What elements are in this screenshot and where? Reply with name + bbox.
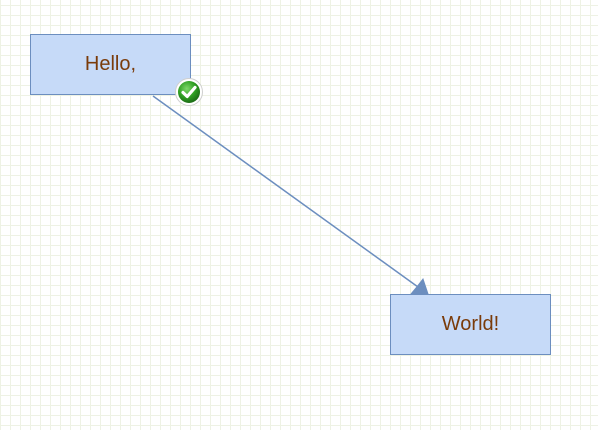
edge-hello-world[interactable] xyxy=(152,95,419,288)
check-circle-icon[interactable] xyxy=(174,77,204,107)
node-hello[interactable]: Hello, xyxy=(30,34,191,95)
node-hello-label: Hello, xyxy=(84,53,137,75)
node-world[interactable]: World! xyxy=(390,294,551,355)
edge-arrowhead xyxy=(409,277,429,295)
node-world-label: World! xyxy=(441,313,500,335)
